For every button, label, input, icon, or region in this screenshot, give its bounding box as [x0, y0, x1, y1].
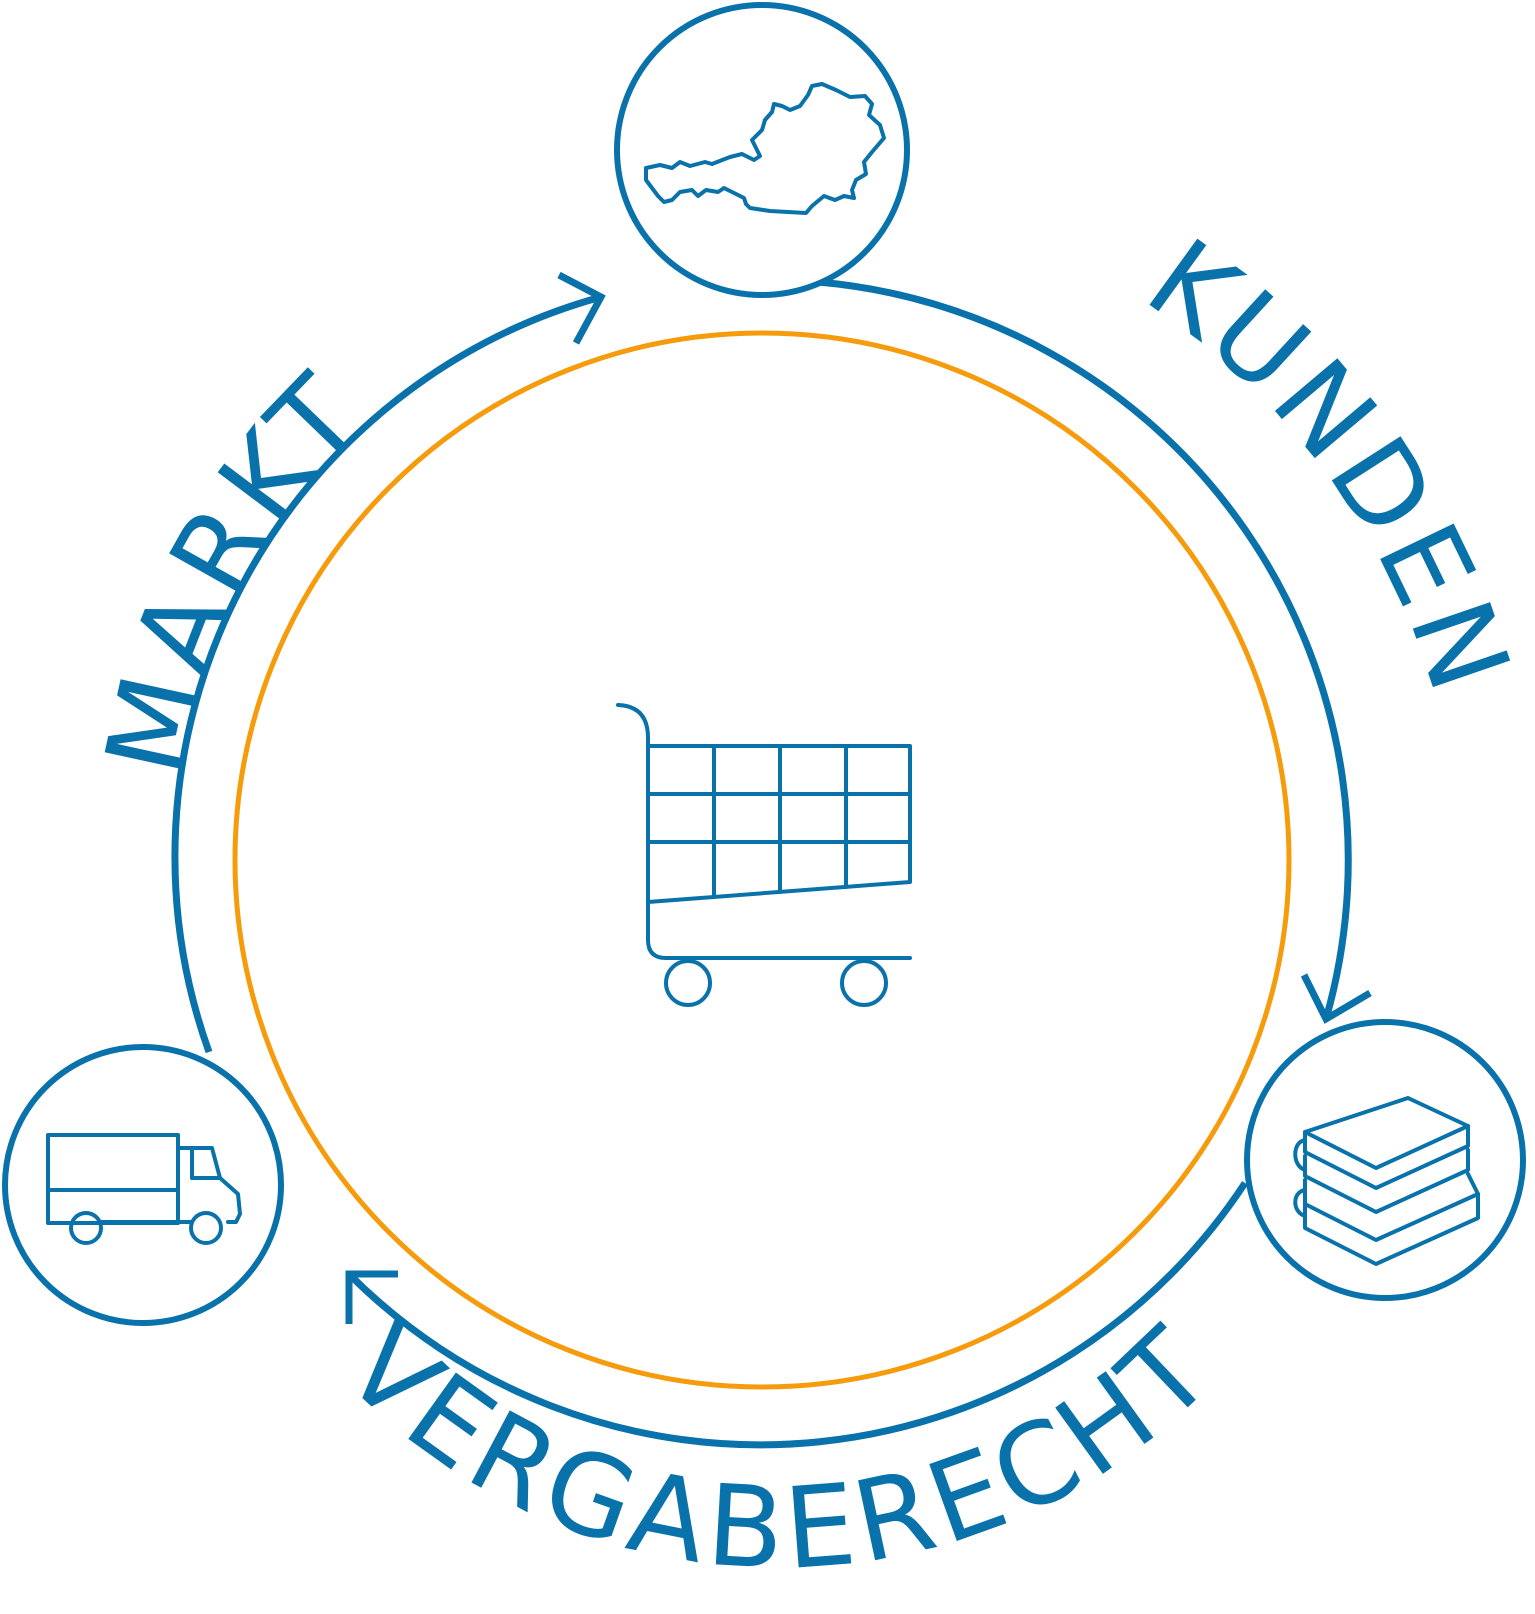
ring-arc-vergaberecht	[346, 1181, 1248, 1449]
label-kunden: KUNDEN	[1125, 215, 1535, 712]
shopping-cart-icon	[616, 703, 912, 1007]
arrowhead-markt	[557, 271, 606, 345]
ring-arc-kunden	[817, 278, 1352, 1020]
books-stack-icon	[1293, 1096, 1480, 1266]
austria-map-icon	[644, 82, 886, 215]
austria-map-node	[614, 2, 910, 298]
arrowhead-vergaberecht	[345, 1270, 398, 1324]
arrowhead-kunden	[1300, 973, 1372, 1024]
truck-node	[2, 1044, 284, 1326]
ring-arc-markt	[171, 293, 602, 1054]
delivery-truck-icon	[46, 1133, 242, 1245]
label-kunden-text: KUNDEN	[1125, 215, 1530, 712]
label-vergaberecht-text: VERGABERECHT	[321, 1301, 1234, 1595]
inner-ring	[232, 330, 1292, 1390]
label-markt-text: MARKT	[81, 348, 383, 786]
label-markt: MARKT	[81, 348, 389, 786]
books-node	[1244, 1019, 1526, 1301]
label-vergaberecht: VERGABERECHT	[321, 1301, 1240, 1595]
